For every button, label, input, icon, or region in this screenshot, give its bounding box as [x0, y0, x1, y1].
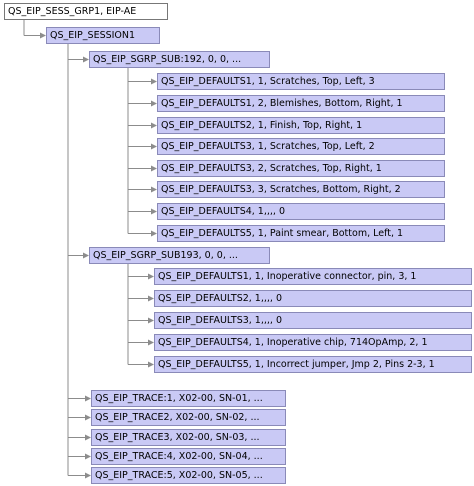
- connector-arrow: [151, 78, 157, 85]
- connector-arrow: [85, 414, 91, 421]
- connector-arrow: [148, 339, 154, 346]
- connector-arrow: [151, 143, 157, 150]
- trace-node[interactable]: QS_EIP_TRACE:4, X02-00, SN-04, ...: [91, 448, 286, 465]
- trace-node[interactable]: QS_EIP_TRACE:1, X02-00, SN-01, ...: [91, 390, 286, 407]
- connector-arrow: [151, 165, 157, 172]
- trace-node[interactable]: QS_EIP_TRACE3, X02-00, SN-03, ...: [91, 429, 286, 446]
- trace-node[interactable]: QS_EIP_TRACE:5, X02-00, SN-05, ...: [91, 467, 286, 484]
- connector-arrow: [148, 361, 154, 368]
- connector-arrow: [151, 208, 157, 215]
- connector-arrow: [85, 472, 91, 479]
- connector-arrow: [40, 32, 46, 39]
- defaults-node[interactable]: QS_EIP_DEFAULTS5, 1, Paint smear, Bottom…: [157, 225, 445, 242]
- trace-node[interactable]: QS_EIP_TRACE2, X02-00, SN-02, ...: [91, 409, 286, 426]
- defaults-node[interactable]: QS_EIP_DEFAULTS3, 2, Scratches, Top, Rig…: [157, 160, 445, 177]
- connector-arrow: [148, 317, 154, 324]
- session-node[interactable]: QS_EIP_SESSION1: [46, 27, 160, 44]
- connector-arrow: [85, 395, 91, 402]
- connector-arrow: [83, 252, 89, 259]
- defaults-node[interactable]: QS_EIP_DEFAULTS4, 1,,,, 0: [157, 203, 445, 220]
- connector-arrow: [151, 122, 157, 129]
- defaults-node[interactable]: QS_EIP_DEFAULTS1, 1, Scratches, Top, Lef…: [157, 73, 445, 90]
- subgroup-node-1[interactable]: QS_EIP_SGRP_SUB:192, 0, 0, ...: [89, 51, 270, 68]
- defaults-node[interactable]: QS_EIP_DEFAULTS3, 3, Scratches, Bottom, …: [157, 181, 445, 198]
- connector-arrow: [83, 56, 89, 63]
- subgroup-node-2[interactable]: QS_EIP_SGRP_SUB193, 0, 0, ...: [89, 247, 270, 264]
- defaults-node[interactable]: QS_EIP_DEFAULTS2, 1, Finish, Top, Right,…: [157, 117, 445, 134]
- defaults-node[interactable]: QS_EIP_DEFAULTS4, 1, Inoperative chip, 7…: [154, 334, 472, 351]
- defaults-node[interactable]: QS_EIP_DEFAULTS3, 1,,,, 0: [154, 312, 472, 329]
- connector-arrow: [151, 230, 157, 237]
- connector-arrow: [85, 453, 91, 460]
- connector-arrow: [151, 186, 157, 193]
- defaults-node[interactable]: QS_EIP_DEFAULTS2, 1,,,, 0: [154, 290, 472, 307]
- connector-arrow: [85, 434, 91, 441]
- defaults-node[interactable]: QS_EIP_DEFAULTS3, 1, Scratches, Top, Lef…: [157, 138, 445, 155]
- defaults-node[interactable]: QS_EIP_DEFAULTS1, 2, Blemishes, Bottom, …: [157, 95, 445, 112]
- defaults-node[interactable]: QS_EIP_DEFAULTS1, 1, Inoperative connect…: [154, 268, 472, 285]
- root-node[interactable]: QS_EIP_SESS_GRP1, EIP-AE: [4, 3, 168, 20]
- connector-arrow: [148, 273, 154, 280]
- defaults-node[interactable]: QS_EIP_DEFAULTS5, 1, Incorrect jumper, J…: [154, 356, 472, 373]
- connector-arrow: [148, 295, 154, 302]
- connector-arrow: [151, 100, 157, 107]
